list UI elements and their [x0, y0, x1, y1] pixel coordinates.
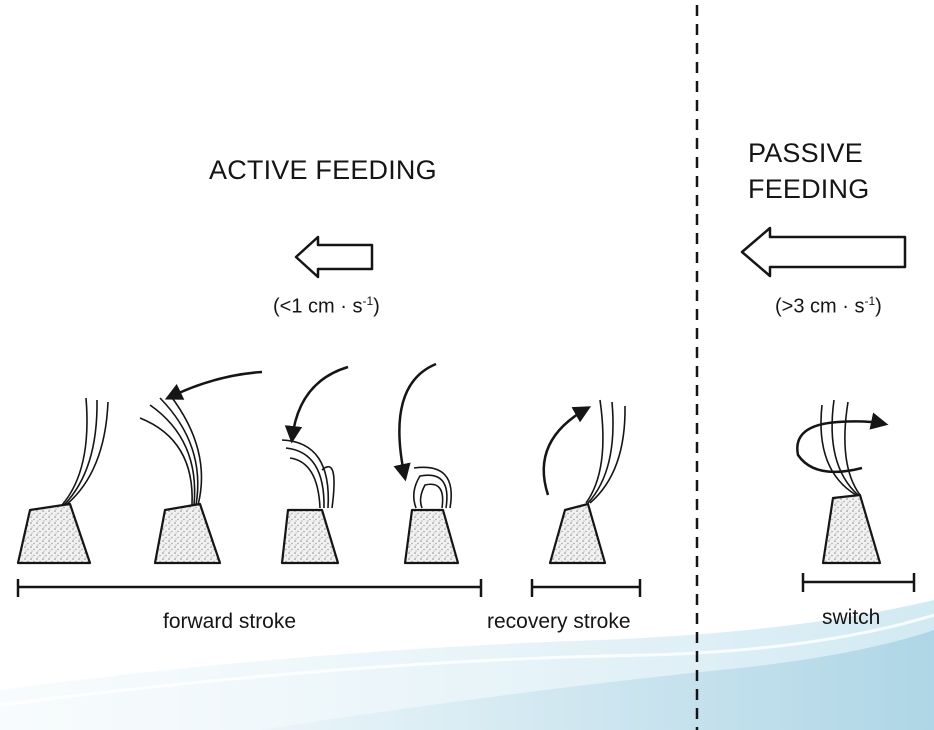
passive-speed-exponent: -1: [864, 294, 875, 308]
cell-2-cirri-bending: [140, 372, 262, 563]
cell-6-switch: [797, 400, 885, 563]
forward-stroke-bar: [18, 579, 481, 597]
recovery-arrow-icon: [544, 408, 588, 495]
switch-loop-arrow-icon: [797, 421, 885, 472]
recovery-stroke-bar: [532, 579, 640, 597]
cell-1-cirri-upright: [18, 398, 108, 563]
forward-arrow-3-icon: [399, 364, 436, 478]
cell-4-cirri-tight-curl: [399, 364, 458, 563]
recovery-stroke-label: recovery stroke: [487, 610, 631, 634]
passive-feeding-title: PASSIVE FEEDING: [748, 135, 869, 207]
passive-speed-label: (>3 cm · s-1): [775, 294, 882, 319]
active-speed-text: (<1 cm · s: [273, 296, 362, 318]
switch-bar: [803, 573, 914, 592]
active-speed-exponent: -1: [362, 294, 373, 308]
passive-title-line-2: FEEDING: [748, 171, 869, 207]
cell-5-recovery: [544, 400, 625, 563]
active-speed-label: (<1 cm · s-1): [273, 294, 380, 319]
switch-label: switch: [822, 606, 880, 630]
passive-flow-arrow-icon: [742, 228, 905, 276]
active-feeding-title: ACTIVE FEEDING: [209, 155, 437, 186]
forward-arrow-1-icon: [168, 372, 262, 398]
passive-speed-text: (>3 cm · s: [775, 296, 864, 318]
passive-title-line-1: PASSIVE: [748, 135, 869, 171]
active-flow-arrow-icon: [296, 237, 372, 277]
cell-3-cirri-curled: [282, 367, 348, 563]
forward-stroke-label: forward stroke: [163, 610, 296, 634]
passive-speed-close: ): [875, 296, 882, 318]
forward-arrow-2-icon: [292, 367, 348, 440]
active-speed-close: ): [373, 296, 380, 318]
